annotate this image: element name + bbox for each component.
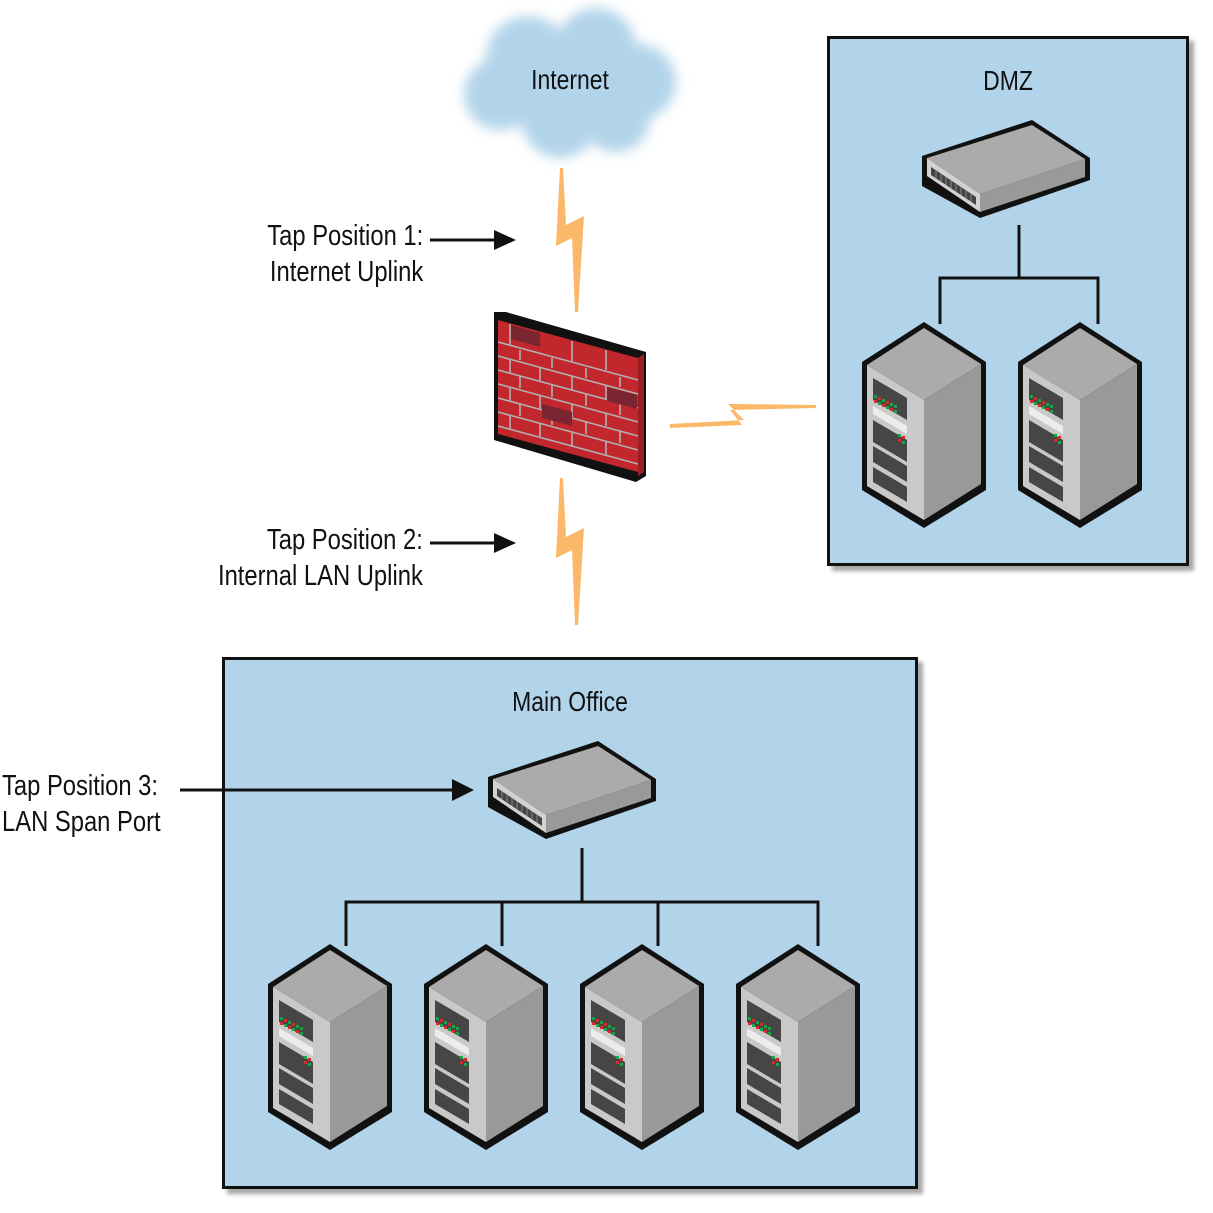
internet-label: Internet [531, 64, 609, 95]
tap-arrow-2 [430, 533, 516, 553]
dmz-switch-icon [921, 119, 1091, 219]
main-office-server-icon [736, 944, 860, 1150]
tap-arrow-1 [430, 230, 516, 250]
link-internet-firewall [556, 168, 584, 312]
tap-2-title: Tap Position 2: [267, 524, 423, 556]
tap-2-desc: Internal LAN Uplink [218, 560, 423, 592]
main-office-title: Main Office [512, 686, 628, 717]
tap-3-label: Tap Position 3: LAN Span Port [2, 768, 161, 840]
internet-cloud [464, 8, 676, 158]
dmz-server-icon [862, 322, 986, 528]
main-office-server-icon [580, 944, 704, 1150]
tap-3-title: Tap Position 3: [2, 770, 158, 802]
dmz-connections [938, 225, 1100, 324]
firewall-icon [494, 312, 646, 482]
tap-3-desc: LAN Span Port [2, 806, 161, 838]
main-office-switch-icon [487, 740, 657, 840]
tap-1-desc: Internet Uplink [269, 256, 423, 288]
link-firewall-dmz [670, 404, 816, 428]
link-firewall-lan [556, 478, 584, 625]
dmz-server-icon [1018, 322, 1142, 528]
tap-1-title: Tap Position 1: [267, 220, 423, 252]
main-office-server-icon [424, 944, 548, 1150]
tap-arrow-3 [180, 779, 474, 801]
main-office-server-icon [268, 944, 392, 1150]
main-office-connections [344, 848, 820, 946]
tap-1-label: Tap Position 1: Internet Uplink [267, 218, 423, 290]
dmz-title: DMZ [983, 65, 1033, 96]
tap-2-label: Tap Position 2: Internal LAN Uplink [218, 522, 423, 594]
